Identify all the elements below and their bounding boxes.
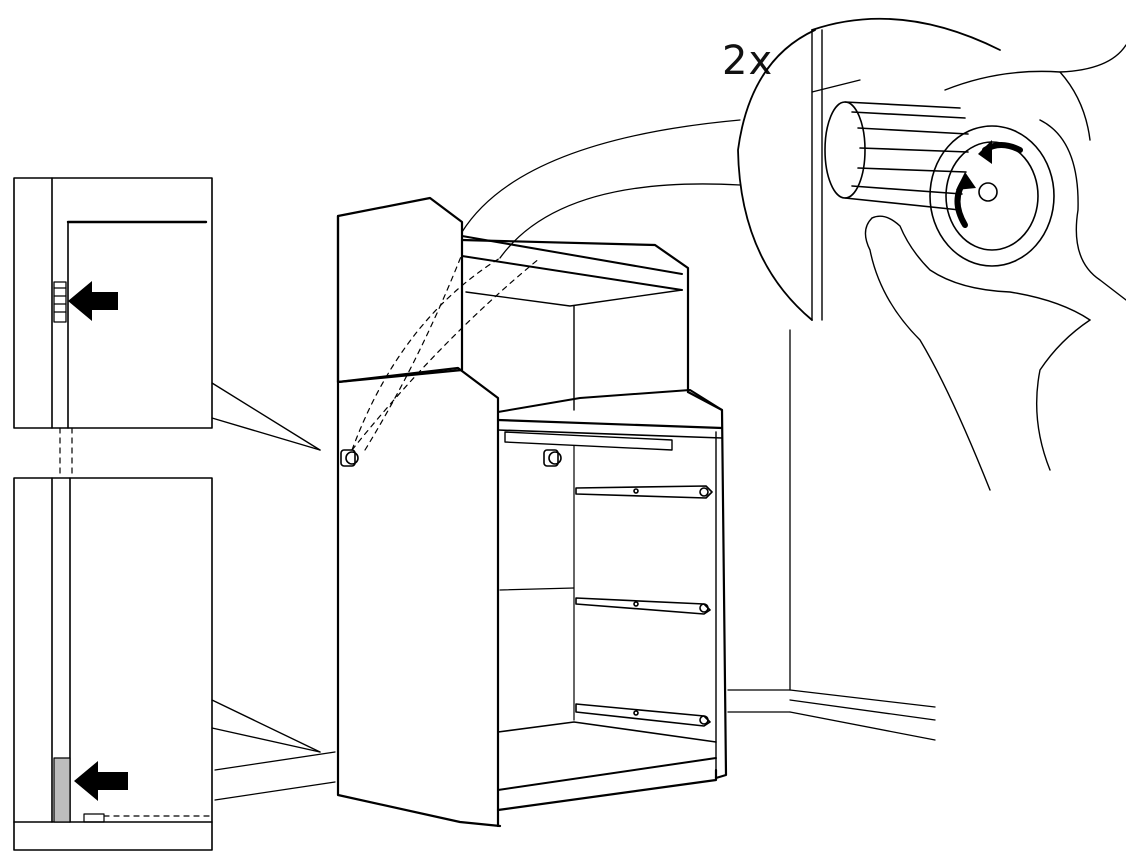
detail-leader-dashed xyxy=(59,253,541,477)
room-lines xyxy=(214,329,936,801)
drawer-runners xyxy=(575,485,713,727)
quantity-label: 2x xyxy=(722,38,774,84)
arrow-icon xyxy=(68,281,118,321)
inset-detail-bottom xyxy=(13,477,321,851)
magnified-detail xyxy=(461,17,1126,491)
cabinet xyxy=(336,196,728,828)
arrow-icon xyxy=(74,761,128,801)
inset-detail-top xyxy=(13,177,321,451)
adjustable-foot-icon xyxy=(824,101,1055,267)
adjustable-foot-icon xyxy=(340,449,562,467)
adjustable-foot-icon xyxy=(53,281,67,323)
hand-icon xyxy=(864,44,1126,491)
rotate-arrow-icon xyxy=(954,140,1023,228)
